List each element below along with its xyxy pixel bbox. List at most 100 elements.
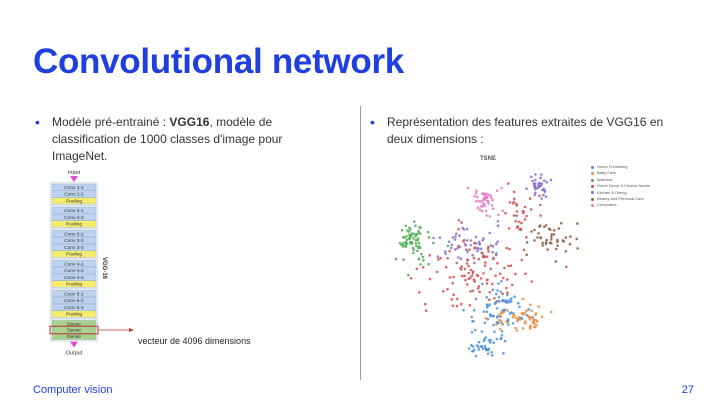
tsne-point xyxy=(410,242,414,245)
tsne-point xyxy=(556,244,559,247)
tsne-point xyxy=(533,325,537,329)
tsne-point xyxy=(484,209,488,213)
vgg-layer-label: Pooling xyxy=(66,252,82,258)
tsne-point xyxy=(525,241,529,244)
tsne-point xyxy=(539,224,542,227)
tsne-point xyxy=(550,310,553,314)
annotation-arrowhead xyxy=(129,328,134,332)
tsne-legend-item: Beauty and Personal Care xyxy=(591,196,650,202)
legend-swatch xyxy=(591,197,594,201)
tsne-point xyxy=(509,264,513,268)
tsne-point xyxy=(515,210,519,213)
tsne-point xyxy=(438,236,442,239)
tsne-point xyxy=(472,256,476,260)
vgg-layer xyxy=(51,207,97,214)
tsne-point xyxy=(480,344,484,348)
left-bullet: • Modèle pré-entrainé : VGG16, modèle de… xyxy=(35,114,307,165)
tsne-point xyxy=(465,239,469,242)
tsne-point xyxy=(486,352,490,356)
tsne-point xyxy=(459,257,463,261)
tsne-point xyxy=(485,196,489,199)
legend-swatch xyxy=(591,191,594,195)
vgg-layer xyxy=(51,290,97,297)
left-bullet-text-2: , modèle de classification de 1000 class… xyxy=(52,115,283,163)
legend-label: Beauty and Personal Care xyxy=(597,196,644,202)
tsne-point xyxy=(525,236,528,239)
tsne-point xyxy=(417,258,421,261)
tsne-point xyxy=(466,250,469,254)
tsne-point xyxy=(420,252,423,256)
tsne-point xyxy=(485,255,489,258)
tsne-legend-item: Kitchen & Dining xyxy=(591,190,650,196)
tsne-point xyxy=(508,201,512,204)
tsne-point xyxy=(488,231,492,235)
tsne-point xyxy=(455,304,459,308)
tsne-point xyxy=(432,241,435,245)
tsne-point xyxy=(467,271,471,275)
tsne-point xyxy=(477,257,481,261)
tsne-point xyxy=(507,227,511,230)
tsne-point xyxy=(472,309,476,312)
tsne-point xyxy=(568,242,572,246)
tsne-point xyxy=(439,256,442,260)
vgg-layer xyxy=(51,190,97,198)
tsne-legend-item: Computers xyxy=(591,202,650,208)
tsne-point xyxy=(490,204,494,207)
tsne-point xyxy=(447,240,451,243)
vgg-layer-label: Conv 5-1 xyxy=(64,291,84,297)
tsne-point xyxy=(483,337,486,341)
vgg-side-label: VGG-16 xyxy=(101,257,107,280)
tsne-point xyxy=(409,242,412,245)
tsne-point xyxy=(552,229,556,232)
tsne-point xyxy=(462,308,465,312)
tsne-point xyxy=(424,309,428,313)
tsne-point xyxy=(490,351,493,354)
tsne-point xyxy=(400,228,404,232)
tsne-point xyxy=(517,301,520,305)
tsne-point xyxy=(466,258,470,262)
tsne-point xyxy=(413,220,416,223)
tsne-point xyxy=(480,330,484,333)
tsne-point xyxy=(464,248,468,251)
vgg-layer-label: Pooling xyxy=(66,222,82,228)
tsne-point xyxy=(415,267,419,271)
tsne-point xyxy=(414,238,418,242)
tsne-point xyxy=(467,264,470,268)
tsne-point xyxy=(470,274,474,278)
tsne-point xyxy=(416,238,420,242)
tsne-point xyxy=(505,246,509,250)
tsne-point xyxy=(533,318,537,322)
vgg-layer xyxy=(51,280,97,288)
tsne-point xyxy=(457,256,460,259)
tsne-point xyxy=(408,226,411,230)
tsne-point xyxy=(533,185,536,189)
tsne-legend-item: Baby Care xyxy=(591,170,650,176)
tsne-point xyxy=(519,318,522,321)
tsne-point xyxy=(534,173,537,176)
tsne-point xyxy=(478,290,481,294)
tsne-legend-item: Watches xyxy=(591,177,650,183)
tsne-point xyxy=(514,219,518,223)
tsne-point xyxy=(496,262,499,265)
tsne-point xyxy=(514,272,517,276)
tsne-point xyxy=(421,255,425,259)
tsne-point xyxy=(411,246,415,250)
tsne-point xyxy=(515,214,518,218)
tsne-point xyxy=(512,314,516,317)
tsne-point xyxy=(559,221,563,225)
tsne-point xyxy=(493,297,496,300)
tsne-point xyxy=(487,245,490,248)
vgg-layer xyxy=(51,333,97,340)
tsne-point xyxy=(499,290,503,294)
tsne-point xyxy=(469,243,473,247)
tsne-point xyxy=(446,287,449,291)
tsne-point xyxy=(492,314,495,318)
tsne-point xyxy=(501,299,504,303)
vgg-layer-label: Conv 2-2 xyxy=(64,215,84,221)
tsne-point xyxy=(449,246,453,250)
tsne-point xyxy=(489,314,493,318)
tsne-point xyxy=(456,297,459,301)
input-arrow xyxy=(70,176,78,182)
tsne-point xyxy=(418,291,421,294)
